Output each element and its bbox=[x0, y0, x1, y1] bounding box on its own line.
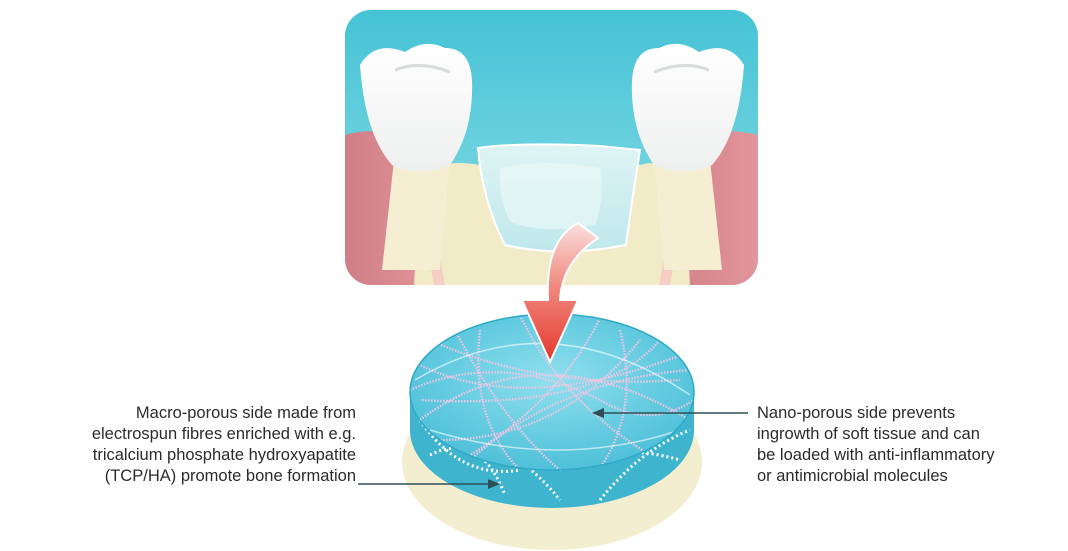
caption-line: Macro-porous side made from bbox=[92, 403, 356, 424]
barrier-membrane bbox=[478, 144, 640, 251]
caption-line: Nano-porous side prevents bbox=[757, 403, 995, 424]
caption-line: (TCP/HA) promote bone formation bbox=[92, 466, 356, 487]
macro-porous-caption: Macro-porous side made from electrospun … bbox=[92, 403, 356, 487]
nano-porous-caption: Nano-porous side prevents ingrowth of so… bbox=[757, 403, 995, 487]
caption-line: or antimicrobial molecules bbox=[757, 466, 995, 487]
tooth-cross-section-panel bbox=[345, 10, 758, 285]
caption-line: tricalcium phosphate hydroxyapatite bbox=[92, 445, 356, 466]
caption-line: electrospun fibres enriched with e.g. bbox=[92, 424, 356, 445]
caption-line: ingrowth of soft tissue and can bbox=[757, 424, 995, 445]
caption-line: be loaded with anti-inflammatory bbox=[757, 445, 995, 466]
